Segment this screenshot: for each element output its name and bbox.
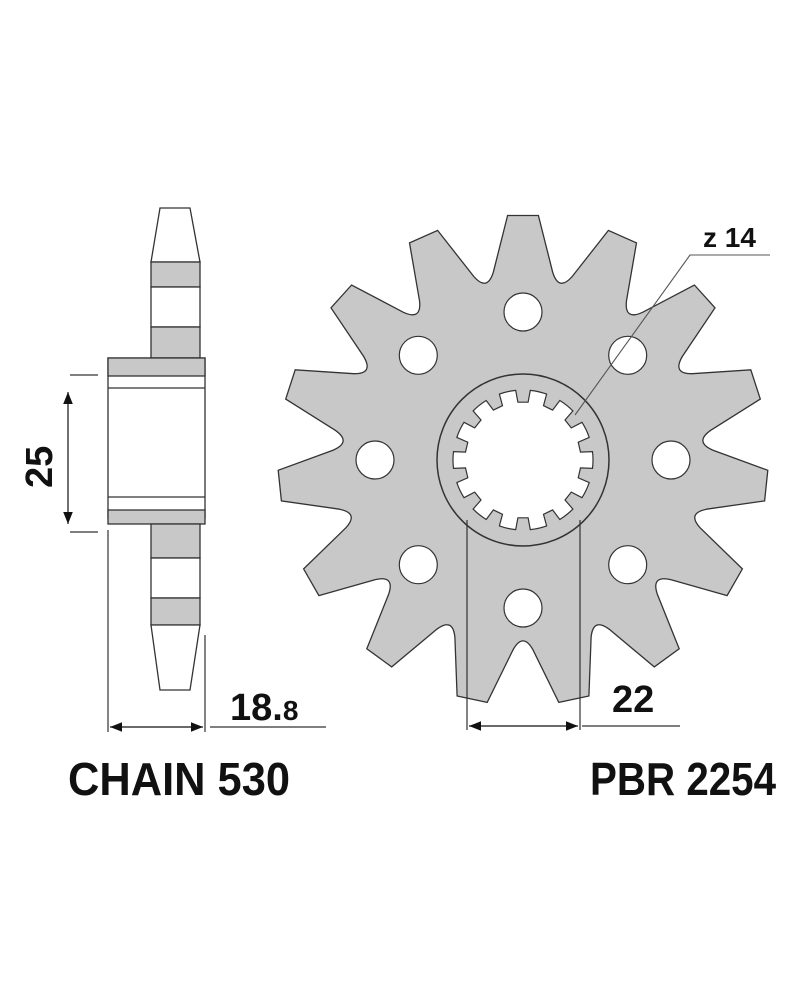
sprocket-front-view: [277, 214, 769, 704]
side-view: [107, 207, 206, 691]
side-band: [150, 557, 201, 599]
hub-width-label: 25: [19, 446, 61, 488]
hub-width-dimension: [63, 374, 98, 533]
side-hub: [107, 357, 206, 519]
side-tip-bottom: [150, 624, 201, 691]
thickness-label: 18.8: [230, 687, 298, 729]
bolt-hole: [398, 545, 438, 585]
side-band: [150, 523, 201, 559]
side-tip-top: [150, 207, 201, 263]
spline-teeth-label: z 14: [703, 222, 756, 253]
thickness-dimension: [107, 530, 326, 732]
side-band: [150, 597, 201, 626]
side-band: [150, 286, 201, 328]
bolt-hole: [503, 292, 543, 332]
side-hub-band: [107, 357, 206, 377]
part-number-label: PBR 2254: [590, 753, 776, 805]
side-band: [150, 261, 201, 288]
spline-leader: [574, 254, 770, 416]
bolt-hole: [503, 588, 543, 628]
bolt-hole: [608, 335, 648, 375]
spline-diameter-dimension: [466, 520, 680, 731]
spline-bore: [452, 389, 594, 531]
bolt-hole: [355, 440, 395, 480]
side-hub-band: [107, 509, 206, 525]
bolt-hole: [398, 335, 438, 375]
side-band: [150, 326, 201, 359]
bolt-hole: [651, 440, 691, 480]
spline-diameter-label: 22: [612, 679, 654, 721]
chain-label: CHAIN 530: [68, 753, 290, 805]
bolt-hole: [608, 545, 648, 585]
